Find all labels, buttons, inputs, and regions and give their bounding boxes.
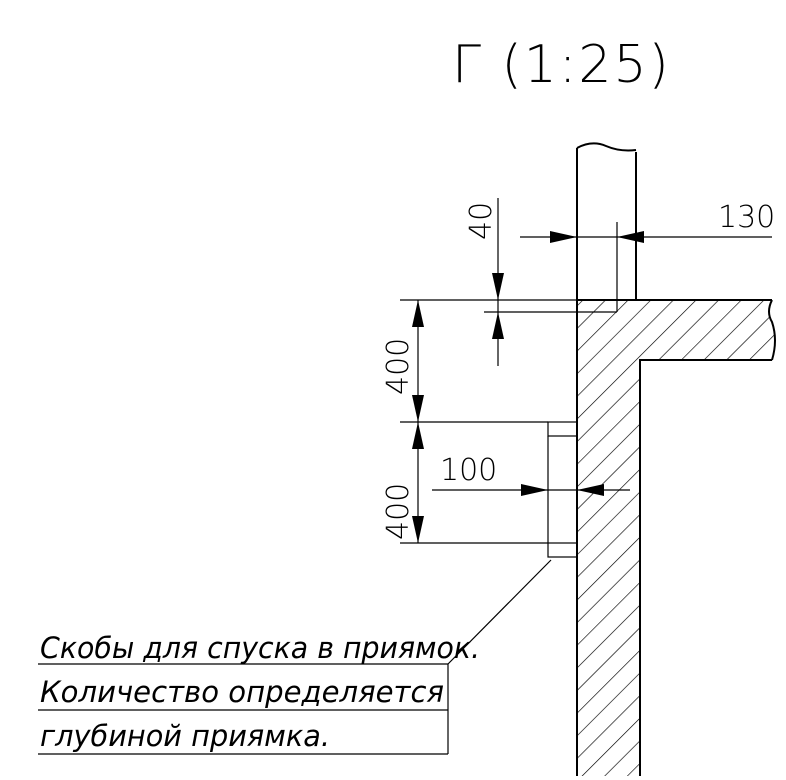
dimension-400-upper: 400 <box>381 300 424 422</box>
note-line-3: глубиной приямка. <box>40 719 330 753</box>
leader-note: Скобы для спуска в приямок. Количество о… <box>38 559 552 755</box>
dim-label-40: 40 <box>464 202 499 240</box>
dim-label-130: 130 <box>718 200 775 235</box>
note-line-1: Скобы для спуска в приямок. <box>40 631 480 665</box>
arrow-icon <box>412 300 424 327</box>
extension-lines <box>400 299 577 544</box>
arrow-icon <box>492 312 504 339</box>
dimension-100: 100 <box>432 453 630 496</box>
dimension-400-lower: 400 <box>381 422 424 543</box>
arrow-icon <box>412 516 424 543</box>
arrow-icon <box>550 231 577 243</box>
dim-label-400-upper: 400 <box>381 338 416 395</box>
arrow-icon <box>577 484 604 496</box>
dimension-40: 40 <box>464 198 617 366</box>
dimension-130: 130 <box>520 200 775 246</box>
concrete-section <box>576 299 776 776</box>
arrow-icon <box>412 395 424 422</box>
arrow-icon <box>492 273 504 300</box>
upper-wall <box>576 142 637 312</box>
dim-label-400-lower: 400 <box>381 483 416 540</box>
view-title: Г (1:25) <box>452 35 671 95</box>
dim-label-100: 100 <box>440 453 497 488</box>
arrow-icon <box>617 231 644 243</box>
arrow-icon <box>521 484 548 496</box>
arrow-icon <box>412 422 424 449</box>
note-line-2: Количество определяется <box>40 675 444 709</box>
